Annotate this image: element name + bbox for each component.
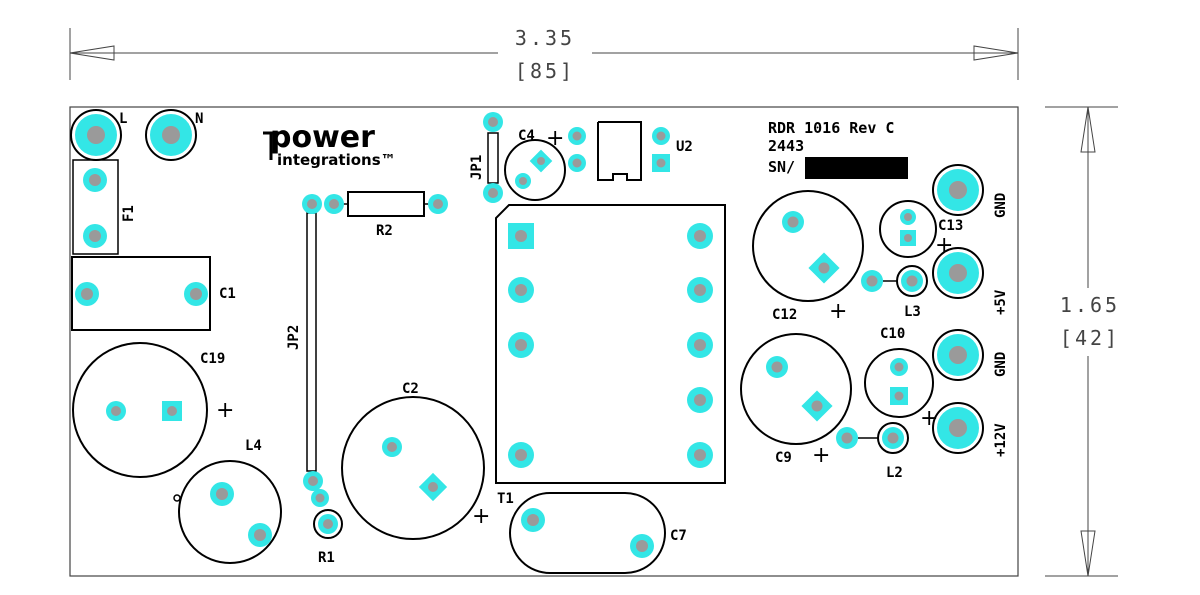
polarity-C12: + — [829, 299, 847, 324]
ref-R1: R1 — [318, 550, 335, 566]
ref-C12: C12 — [772, 307, 797, 323]
height-dimension: 1.65 [42] — [1045, 106, 1120, 577]
capacitor-C4: + C4 — [504, 126, 566, 201]
width-dimension: 3.35 [85] — [69, 26, 1019, 83]
polarity-C19: + — [216, 398, 234, 423]
capacitor-C9: + C9 — [740, 333, 852, 468]
ref-L2: L2 — [886, 465, 903, 481]
label-plus12v: +12V — [993, 423, 1009, 457]
jumper-JP2: JP2 — [286, 194, 323, 491]
ref-C19: C19 — [200, 351, 225, 367]
inductor-L3: L3 — [861, 265, 928, 320]
terminal-N: N — [145, 109, 203, 161]
ref-C9: C9 — [775, 450, 792, 466]
board-title: RDR 1016 Rev C — [768, 119, 894, 137]
board-date-code: 2443 — [768, 137, 804, 155]
ref-JP1: JP1 — [469, 155, 485, 180]
ref-C7: C7 — [670, 528, 687, 544]
capacitor-C2: + C2 — [341, 381, 490, 540]
capacitor-C19: + C19 — [72, 342, 234, 478]
ref-L4: L4 — [245, 438, 262, 454]
terminal-gnd-bottom: GND — [932, 329, 1009, 381]
capacitor-C7: C7 — [509, 492, 687, 574]
ref-T1: T1 — [497, 491, 514, 507]
fuse-F1: F1 — [72, 159, 137, 255]
inductor-L4: L4 — [173, 438, 282, 564]
logo-line1: power — [270, 120, 375, 155]
polarity-C13: + — [935, 233, 953, 258]
ref-C13: C13 — [938, 218, 963, 234]
capacitor-C10: + C10 — [864, 326, 938, 431]
board-serial-label: SN/ — [768, 158, 795, 176]
polarity-C2: + — [472, 504, 490, 529]
width-inches: 3.35 — [515, 26, 575, 50]
ref-L3: L3 — [904, 304, 921, 320]
capacitor-C13: + C13 — [879, 200, 963, 258]
resistor-R2: R2 — [324, 191, 448, 239]
board-marking: RDR 1016 Rev C 2443 SN/ — [768, 119, 908, 179]
terminal-plus12v: +12V — [932, 402, 1009, 457]
polarity-C4: + — [546, 126, 564, 151]
ref-U2: U2 — [676, 139, 693, 155]
jumper-JP1: JP1 — [469, 112, 503, 203]
terminal-gnd-top: GND — [932, 164, 1009, 218]
ref-C2: C2 — [402, 381, 419, 397]
label-gnd-top: GND — [993, 193, 1009, 218]
capacitor-C12: + C12 — [752, 190, 864, 324]
label-plus5v: +5V — [993, 289, 1009, 315]
ref-N: N — [195, 111, 203, 127]
height-inches: 1.65 — [1060, 293, 1120, 317]
ref-C10: C10 — [880, 326, 905, 342]
inductor-L2: L2 — [836, 422, 909, 481]
board-outline — [69, 106, 1019, 577]
ref-F1: F1 — [121, 205, 137, 222]
label-gnd-bottom: GND — [993, 352, 1009, 377]
ref-R2: R2 — [376, 223, 393, 239]
height-mm: [42] — [1060, 326, 1120, 350]
ref-C1: C1 — [219, 286, 236, 302]
terminal-plus5v: +5V — [932, 247, 1009, 315]
ref-L: L — [119, 111, 127, 127]
ref-C4: C4 — [518, 128, 535, 144]
capacitor-C1: C1 — [71, 256, 236, 331]
serial-number-box — [805, 157, 908, 179]
polarity-C9: + — [812, 443, 830, 468]
transformer-T1: T1 — [495, 204, 726, 507]
ref-JP2: JP2 — [286, 325, 302, 350]
width-mm: [85] — [515, 59, 575, 83]
logo-line2: integrations™ — [277, 151, 396, 169]
regulator-U2: U2 — [568, 121, 693, 181]
terminal-L: L — [70, 109, 127, 161]
power-integrations-logo: power integrations™ — [263, 120, 396, 169]
resistor-R1: R1 — [311, 489, 343, 566]
